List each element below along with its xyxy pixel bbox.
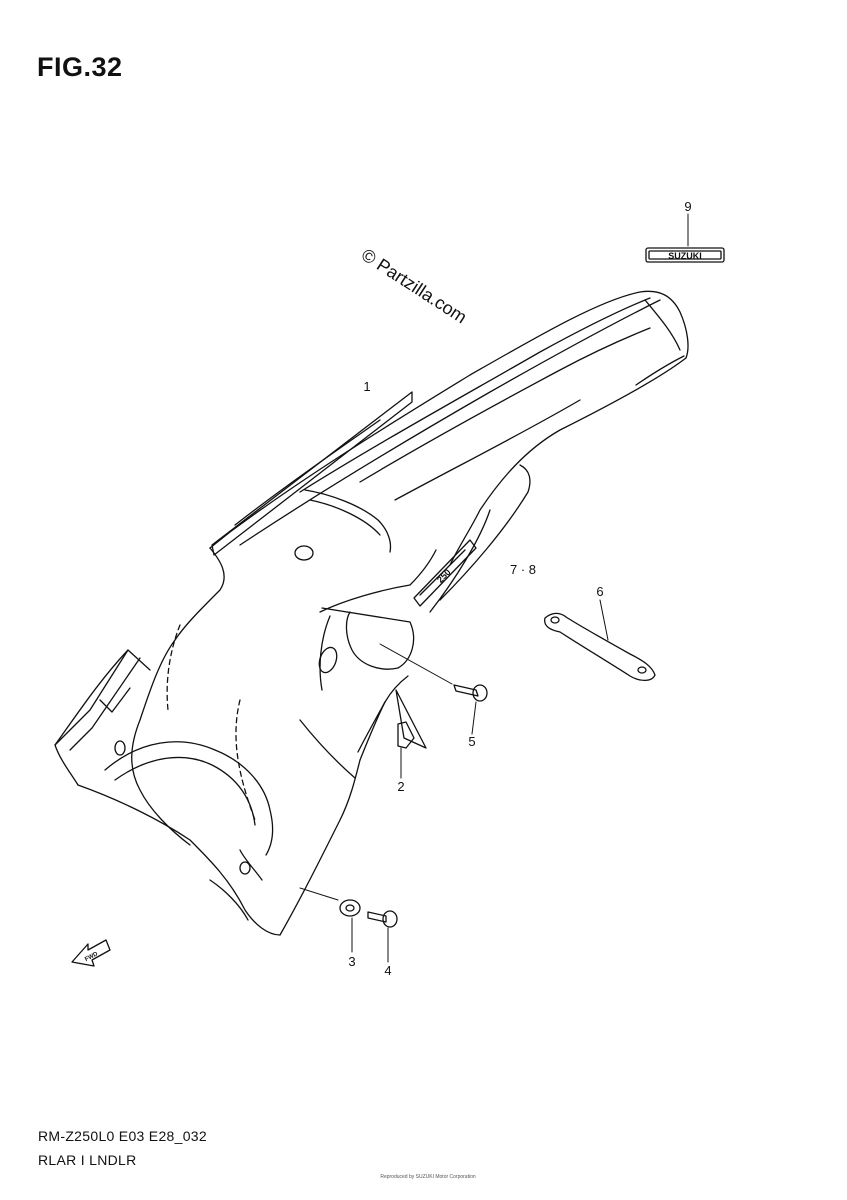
small-print: Reproduced by SUZUKI Motor Corporation: [380, 1174, 476, 1180]
side-decal: [413, 539, 477, 607]
fwd-arrow-icon: [71, 939, 111, 967]
part-name: RLAR I LNDLR: [38, 1152, 137, 1168]
callout-1: 1: [363, 379, 370, 394]
watermark: © Partzilla.com: [358, 245, 471, 328]
leader-lines: [299, 213, 689, 963]
suzuki-emblem: [645, 247, 725, 263]
suzuki-emblem-text: SUZUKI: [668, 251, 702, 261]
model-code: RM-Z250L0 E03 E28_032: [38, 1128, 207, 1144]
callout-2: 2: [397, 779, 404, 794]
callout-5: 5: [468, 734, 475, 749]
side-decal-text: 250: [435, 567, 453, 585]
callout-3: 3: [348, 954, 355, 969]
callout-6: 6: [596, 584, 603, 599]
washer-3: [339, 899, 361, 917]
rear-fender: [54, 290, 689, 936]
figure-title: FIG.32: [37, 52, 123, 82]
bolt-4: [367, 910, 398, 928]
callout-4: 4: [384, 963, 391, 978]
callout-9: 9: [684, 199, 691, 214]
fender-clamp: [544, 612, 656, 682]
clip-nut-2: [397, 721, 415, 749]
callout-7-8: 7 · 8: [510, 562, 536, 577]
bolt-5: [453, 684, 488, 702]
